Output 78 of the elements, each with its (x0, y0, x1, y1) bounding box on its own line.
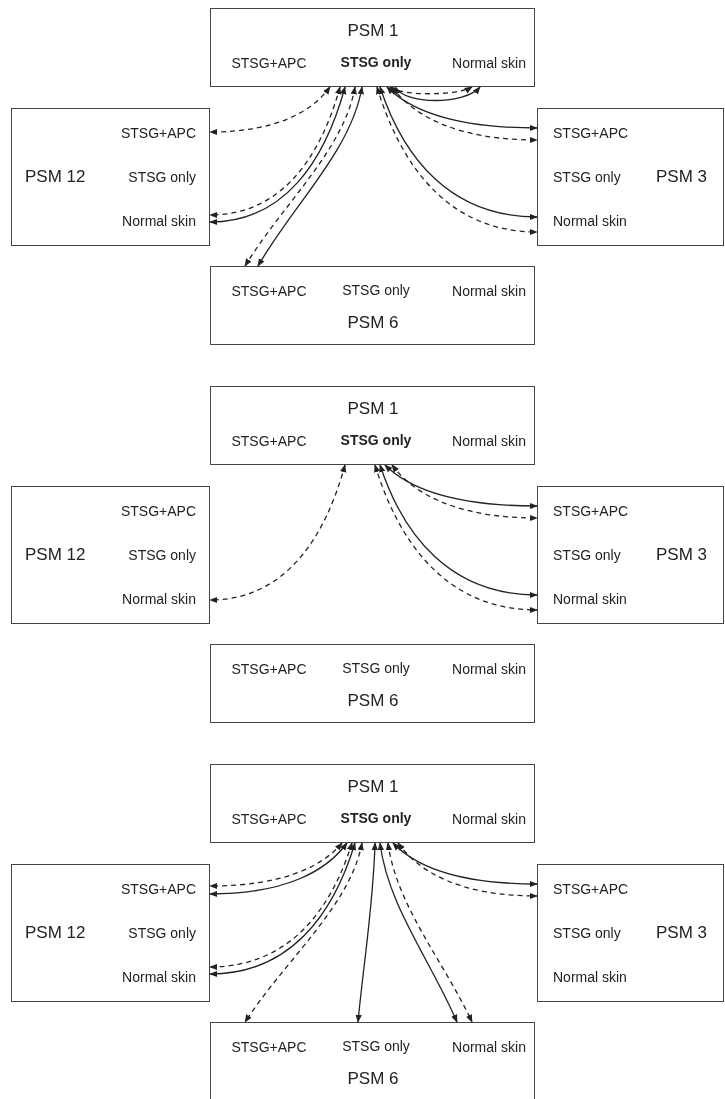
process-box (11, 486, 210, 624)
group-label: STSG+APC (231, 660, 307, 678)
arrow (209, 464, 346, 603)
arrow (244, 842, 364, 1023)
panel-title: PSM 1 (347, 21, 399, 41)
group-label: STSG only (128, 924, 196, 942)
group-label: Normal skin (452, 1038, 526, 1056)
group-label: STSG+APC (231, 432, 307, 450)
process-box (11, 108, 210, 246)
group-label: STSG only (342, 281, 410, 299)
process-box (537, 864, 724, 1002)
process-box (210, 644, 535, 723)
arrow (257, 86, 364, 267)
group-label: STSG+APC (553, 502, 629, 520)
group-label: STSG+APC (231, 810, 307, 828)
group-label: STSG only (340, 809, 412, 827)
arrow (209, 842, 348, 897)
panel-title: PSM 6 (347, 313, 399, 333)
panel-title: PSM 12 (25, 167, 86, 187)
panel-title: PSM 6 (347, 691, 399, 711)
arrow (386, 86, 538, 132)
panel-title: PSM 6 (347, 1069, 399, 1089)
arrow (209, 842, 343, 890)
group-label: STSG only (553, 546, 621, 564)
group-label: Normal skin (553, 212, 627, 230)
process-box (210, 1022, 535, 1099)
group-label: Normal skin (122, 212, 196, 230)
arrow (384, 464, 538, 510)
group-label: STSG+APC (120, 880, 196, 898)
group-label: STSG only (340, 53, 412, 71)
group-label: STSG+APC (120, 124, 196, 142)
arrow (378, 842, 458, 1023)
group-label: STSG only (342, 659, 410, 677)
group-label: STSG+APC (553, 124, 629, 142)
group-label: STSG+APC (231, 54, 307, 72)
group-label: STSG+APC (231, 282, 307, 300)
arrow (391, 464, 538, 521)
group-label: STSG only (128, 546, 196, 564)
panel-title: PSM 3 (656, 923, 708, 943)
panel-title: PSM 3 (656, 545, 708, 565)
group-label: STSG+APC (553, 880, 629, 898)
process-box (210, 386, 535, 465)
panel-title: PSM 1 (347, 399, 399, 419)
panel-title: PSM 12 (25, 545, 86, 565)
arrow (394, 86, 481, 102)
panel-title: PSM 12 (25, 923, 86, 943)
panel-title: PSM 3 (656, 167, 708, 187)
arrow (386, 842, 473, 1023)
group-label: Normal skin (553, 590, 627, 608)
group-label: Normal skin (452, 54, 526, 72)
group-label: Normal skin (452, 810, 526, 828)
arrow (397, 842, 538, 899)
group-label: STSG only (128, 168, 196, 186)
group-label: STSG only (340, 431, 412, 449)
group-label: STSG only (342, 1037, 410, 1055)
group-label: Normal skin (452, 432, 526, 450)
group-label: Normal skin (452, 660, 526, 678)
arrow (392, 842, 538, 888)
group-label: Normal skin (553, 968, 627, 986)
arrow (389, 86, 473, 95)
arrow (391, 86, 538, 143)
arrow (244, 86, 357, 267)
process-box (210, 764, 535, 843)
process-box (537, 108, 724, 246)
panel-title: PSM 1 (347, 777, 399, 797)
group-label: STSG+APC (120, 502, 196, 520)
group-label: Normal skin (452, 282, 526, 300)
group-label: STSG only (553, 168, 621, 186)
process-box (537, 486, 724, 624)
group-label: STSG+APC (231, 1038, 307, 1056)
group-label: Normal skin (122, 590, 196, 608)
process-box (210, 8, 535, 87)
process-box (11, 864, 210, 1002)
arrow (209, 86, 331, 135)
group-label: Normal skin (122, 968, 196, 986)
group-label: STSG only (553, 924, 621, 942)
process-box (210, 266, 535, 345)
arrow (355, 842, 378, 1023)
